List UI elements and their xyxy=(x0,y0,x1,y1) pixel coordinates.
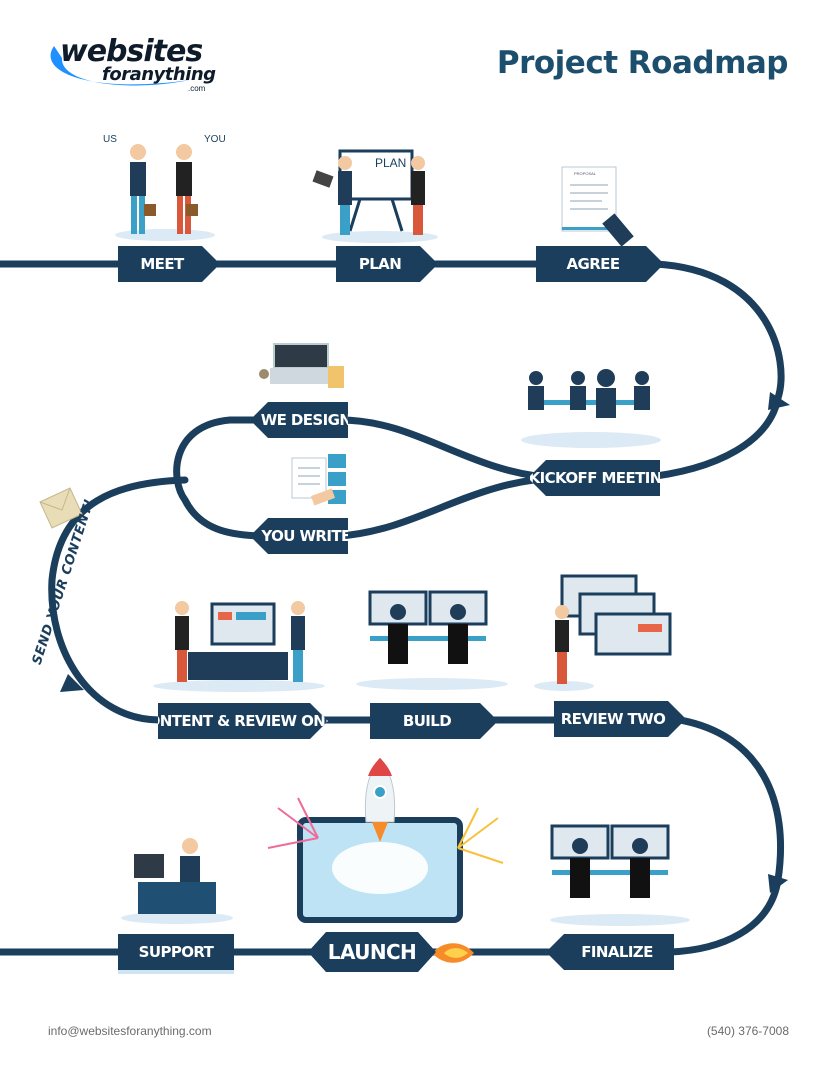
step-review-two[interactable]: REVIEW TWO xyxy=(554,701,686,737)
footer-phone[interactable]: (540) 376-7008 xyxy=(706,1024,789,1038)
company-logo[interactable]: websites foranything .com xyxy=(40,28,220,100)
build-desks-illustration xyxy=(356,590,508,690)
content-review-illustration xyxy=(153,601,325,692)
step-launch[interactable]: LAUNCH xyxy=(308,932,436,972)
step-finalize[interactable]: FINALIZE xyxy=(546,934,674,970)
plan-board-label: PLAN xyxy=(375,156,407,170)
step-support[interactable]: SUPPORT xyxy=(118,934,234,970)
plan-board-illustration xyxy=(312,149,438,243)
rocket-launch-illustration xyxy=(267,758,504,923)
logo-text: websites xyxy=(60,34,203,69)
support-agent-illustration xyxy=(121,838,233,924)
logo-subtext: foranything xyxy=(102,64,216,85)
flame-icon xyxy=(432,943,474,963)
finalize-desks-illustration xyxy=(550,824,690,926)
review-screens-illustration xyxy=(534,574,672,691)
writing-illustration xyxy=(291,454,346,506)
step-plan[interactable]: PLAN xyxy=(336,246,438,282)
footer-email[interactable]: info@websitesforanything.com xyxy=(48,1024,212,1038)
us-label: US xyxy=(103,134,117,145)
step-you-write[interactable]: YOU WRITE xyxy=(250,518,348,554)
direction-arrow xyxy=(60,674,84,692)
contract-label: PROPOSAL xyxy=(574,171,597,176)
step-agree[interactable]: AGREE xyxy=(536,246,664,282)
logo-domain: .com xyxy=(188,84,206,93)
envelope-icon xyxy=(39,487,83,529)
direction-arrow xyxy=(768,392,790,410)
contract-signing-illustration xyxy=(561,166,634,247)
you-label: YOU xyxy=(204,134,226,145)
step-meet[interactable]: MEET xyxy=(118,246,220,282)
laptop-design-illustration xyxy=(259,343,344,388)
meeting-table-illustration xyxy=(521,369,661,448)
step-build[interactable]: BUILD xyxy=(370,703,498,739)
step-kickoff-meeting[interactable]: KICKOFF MEETING xyxy=(528,460,660,496)
step-we-design[interactable]: WE DESIGN xyxy=(250,402,348,438)
step-content-review-one[interactable]: CONTENT & REVIEW ONE xyxy=(158,703,328,739)
page-title: Project Roadmap xyxy=(496,45,789,81)
handshake-illustration xyxy=(115,144,215,241)
direction-arrow xyxy=(768,874,788,893)
